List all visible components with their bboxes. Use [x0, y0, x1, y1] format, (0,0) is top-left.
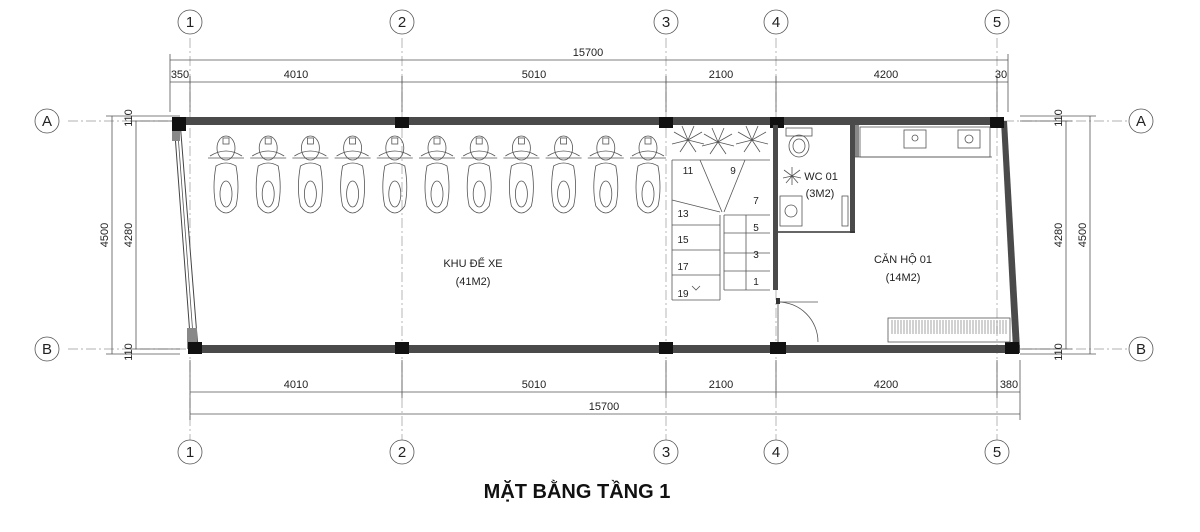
- dimension-bottom: 4010 5010 2100 4200 380 15700: [189, 360, 1021, 420]
- motorbike-parking: [208, 135, 666, 214]
- motorbike-icon: [250, 135, 287, 214]
- dimension-top: 15700 350 4010 5010 2100 4200 30: [169, 47, 1009, 112]
- dim-left-overall: 4500: [99, 223, 111, 247]
- dim-bottom-overall: 15700: [589, 401, 620, 413]
- stair-step-3: 3: [753, 250, 759, 261]
- dimension-right: 4500 4280 110 110: [1020, 109, 1096, 361]
- dim-bottom-seg-2: 5010: [522, 379, 546, 391]
- stair-step-15: 15: [677, 235, 689, 246]
- grid-label-bottom-2: 2: [398, 444, 406, 461]
- dim-bottom-seg-3: 2100: [709, 379, 733, 391]
- dim-top-seg-6: 30: [995, 69, 1007, 81]
- motorbike-icon: [376, 135, 413, 214]
- grid-label-bottom-1: 1: [186, 444, 194, 461]
- motorbike-icon: [461, 135, 498, 214]
- motorbike-icon: [334, 135, 371, 214]
- grid-label-left-b: B: [42, 341, 52, 358]
- entry-door: [776, 298, 819, 343]
- room-area-parking: (41M2): [456, 276, 491, 288]
- room-name-parking: KHU ĐỂ XE: [443, 257, 502, 270]
- room-area-apartment: (14M2): [886, 272, 921, 284]
- motorbike-icon: [208, 135, 244, 214]
- motorbike-icon: [630, 135, 666, 214]
- dim-left-bottom-offset: 110: [123, 343, 135, 361]
- stair-step-1: 1: [753, 277, 759, 288]
- dim-bottom-seg-1: 4010: [284, 379, 308, 391]
- bench-slats: [891, 320, 1007, 334]
- stair-step-17: 17: [677, 262, 689, 273]
- dim-right-top-offset: 110: [1053, 109, 1065, 127]
- wc-fixtures: WC 01 (3M2): [779, 127, 849, 227]
- dim-left-top-offset: 110: [123, 109, 135, 127]
- motorbike-icon: [419, 135, 455, 214]
- grid-label-bottom-4: 4: [772, 444, 780, 461]
- dim-left-inner: 4280: [123, 223, 135, 247]
- shower-icon: [782, 167, 802, 185]
- grid-bubbles-bottom: 1 2 3 4 5: [177, 439, 1010, 465]
- room-area-wc: (3M2): [806, 188, 835, 200]
- grid-label-top-2: 2: [398, 14, 406, 31]
- grid-label-bottom-3: 3: [662, 444, 670, 461]
- grid-bubbles-sides: A B A B: [34, 108, 1154, 362]
- dim-right-overall: 4500: [1077, 223, 1089, 247]
- dim-top-seg-1: 350: [171, 69, 189, 81]
- plant-icons: [671, 125, 769, 155]
- dim-bottom-seg-4: 4200: [874, 379, 898, 391]
- grid-label-right-a: A: [1136, 113, 1146, 130]
- columns: [172, 117, 1019, 354]
- grid-label-top-3: 3: [662, 14, 670, 31]
- room-name-apartment: CĂN HỘ 01: [874, 253, 932, 266]
- motorbike-icon: [545, 135, 582, 214]
- stair-step-7: 7: [753, 196, 759, 207]
- dim-right-inner: 4280: [1053, 223, 1065, 247]
- motorbike-icon: [292, 135, 329, 214]
- dim-top-seg-5: 4200: [874, 69, 898, 81]
- dimension-left: 4500 4280 110 110: [99, 109, 180, 361]
- stair-step-5: 5: [753, 223, 759, 234]
- grid-label-right-b: B: [1136, 341, 1146, 358]
- room-name-wc: WC 01: [804, 171, 838, 183]
- grid-bubbles-top: 1 2 3 4 5: [177, 9, 1010, 35]
- apartment-fixtures: CĂN HỘ 01 (14M2): [859, 126, 1011, 343]
- grid-label-top-4: 4: [772, 14, 780, 31]
- grid-label-top-5: 5: [993, 14, 1001, 31]
- dim-top-seg-3: 5010: [522, 69, 546, 81]
- dim-top-seg-2: 4010: [284, 69, 308, 81]
- grid-label-top-1: 1: [186, 14, 194, 31]
- drawing-title: MẶT BẰNG TẦNG 1: [484, 479, 671, 503]
- dim-right-bottom-offset: 110: [1053, 343, 1065, 361]
- stair-step-19: 19: [677, 289, 689, 300]
- motorbike-icon: [503, 135, 540, 214]
- stair-step-11: 11: [683, 166, 694, 177]
- dim-top-overall: 15700: [573, 47, 604, 59]
- staircase: 1 3 5 7 9 11 13 15 17 19: [671, 159, 770, 301]
- grid-label-left-a: A: [42, 113, 52, 130]
- dim-bottom-seg-5: 380: [1000, 379, 1018, 391]
- stair-step-9: 9: [730, 166, 736, 177]
- grid-lines: [68, 38, 1128, 440]
- dim-top-seg-4: 2100: [709, 69, 733, 81]
- motorbike-icon: [587, 135, 624, 214]
- stair-step-13: 13: [677, 209, 689, 220]
- grid-label-bottom-5: 5: [993, 444, 1001, 461]
